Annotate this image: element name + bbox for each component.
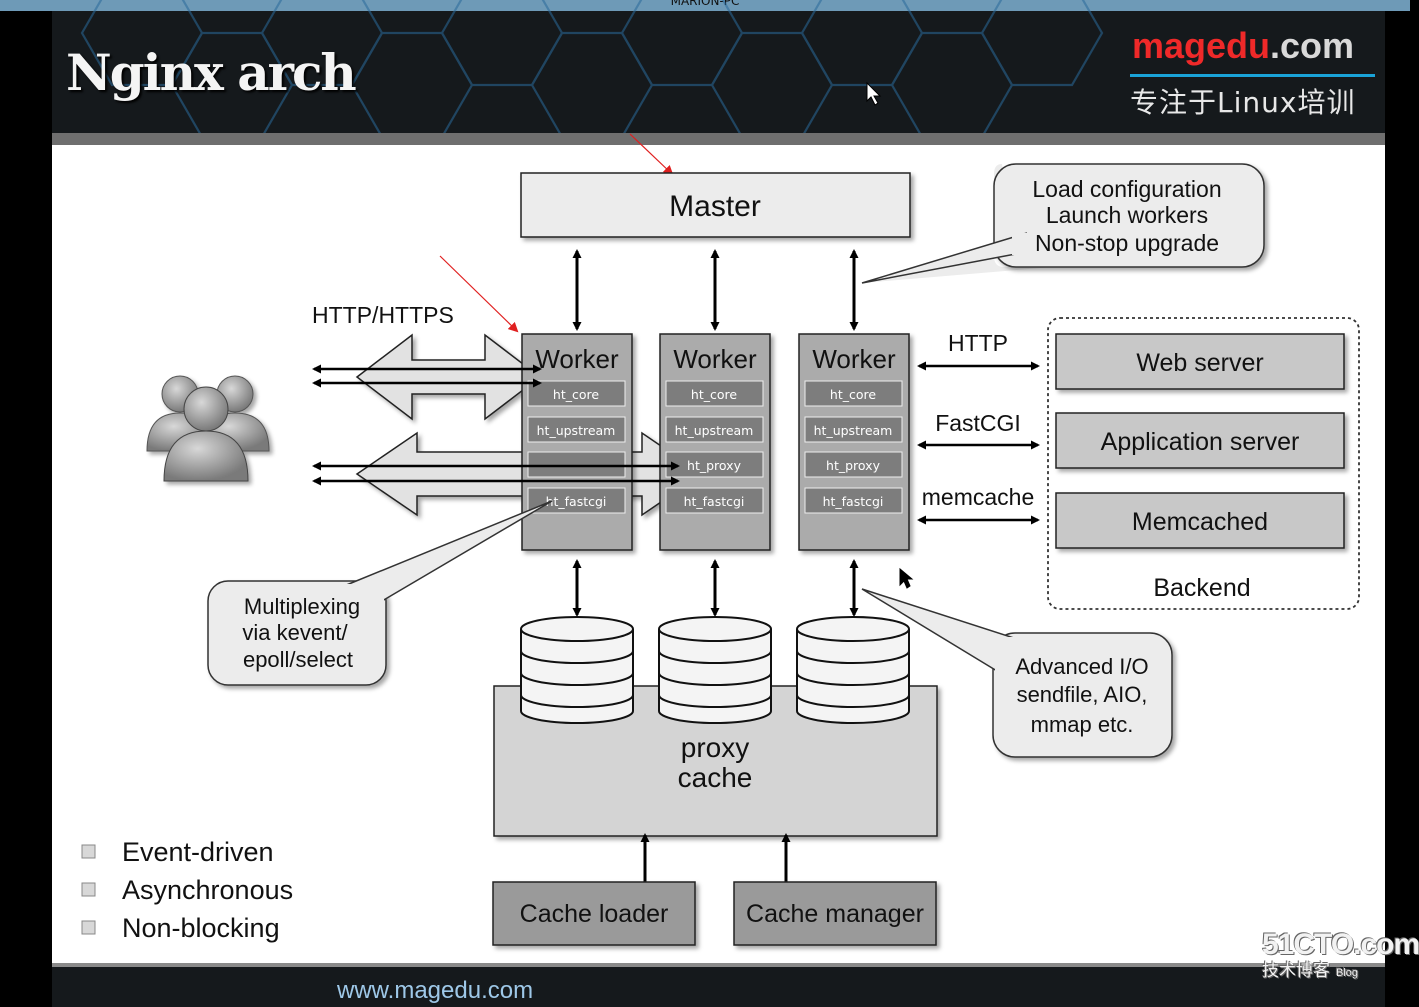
hex-pattern [80,0,1104,139]
multiplexing-callout-line: Multiplexing [244,594,360,619]
watermark-site: 51CTO.com [1262,928,1419,961]
slide-title: Nginx arch [66,43,357,102]
master-callout: Load configuration Launch workers Non-st… [861,163,1265,284]
worker-module: ht_upstream [675,423,754,438]
watermark-blog-text: Blog [1336,967,1359,979]
slide: Nginx arch magedu.com 专注于Linux培训 Ma [52,0,1385,1007]
footer-url: www.magedu.com [337,977,534,1004]
mouse-cursor-icon [899,567,914,589]
multiplexing-callout-line: via kevent/ [242,620,348,645]
worker-module: ht_core [830,387,876,402]
http-https-label: HTTP/HTTPS [312,302,454,328]
bullet-square-icon [81,920,96,935]
worker-module: ht_proxy [826,458,881,473]
worker-label: Worker [535,344,619,374]
worker-box: Worker ht_core ht_upstream ht_proxy ht_f… [798,333,910,551]
cache-loader-label: Cache loader [520,900,669,928]
worker-module: ht_fastcgi [684,494,745,509]
red-pointer-arrow [629,133,674,176]
worker-module: ht_fastcgi [823,494,884,509]
worker-module: ht_core [691,387,737,402]
worker-module: ht_upstream [537,423,616,438]
backend-protocol-label: memcache [922,484,1034,510]
master-box: Master [520,172,911,238]
client-traffic-arrow [355,333,542,421]
nginx-architecture-diagram: Master Load configuration Launch workers… [81,81,1360,946]
brand-tagline: 专注于Linux培训 [1130,86,1356,119]
slide-header: Nginx arch magedu.com 专注于Linux培训 [52,0,1385,139]
brand-logo: magedu.com [1132,25,1354,67]
cache-manager-box: Cache manager [733,881,937,946]
proxy-cache-label: cache [678,762,753,793]
cache-loader-box: Cache loader [492,881,696,946]
backend-protocol-label: FastCGI [935,410,1021,436]
advanced-io-callout: Advanced I/O sendfile, AIO, mmap etc. [861,588,1173,758]
worker-label: Worker [812,344,896,374]
worker-module: ht_upstream [814,423,893,438]
header-divider [52,133,1385,145]
database-icon [796,616,910,724]
worker-box: Worker ht_core ht_upstream ht_proxy ht_f… [659,333,771,551]
database-icon [658,616,772,724]
advanced-io-callout-line: sendfile, AIO, [1017,682,1148,707]
proxy-cache-label: proxy [681,732,749,763]
backend-label: Backend [1153,574,1250,602]
brand-tld: .com [1270,25,1355,66]
brand-underline [1130,74,1375,77]
brand-name: magedu [1132,25,1271,66]
advanced-io-callout-line: mmap etc. [1031,712,1134,737]
multiplexing-callout-line: epoll/select [243,647,353,672]
feature-list: Event-driven Asynchronous Non-blocking [81,837,293,943]
window-title: MARION-PC [670,0,740,8]
backend-protocol-label: HTTP [948,330,1008,356]
worker-module: ht_core [553,387,599,402]
window-titlebar: MARION-PC [0,0,1410,11]
bullet-square-icon [81,882,96,897]
backend-server-label: Application server [1101,428,1300,456]
watermark-sub: 技术博客 Blog [1262,956,1402,981]
users-icon [146,375,270,482]
slide-footer: www.magedu.com [52,963,1385,1007]
master-label: Master [669,190,761,223]
backend-server-label: Web server [1136,349,1263,377]
worker-label: Worker [673,344,757,374]
connection-lines [312,364,680,486]
master-callout-line: Non-stop upgrade [1035,230,1219,256]
bullet-square-icon [81,844,96,859]
mouse-cursor-icon [866,81,882,106]
worker-box: Worker ht_core ht_upstream ht_fastcgi [521,333,633,551]
cache-manager-label: Cache manager [746,900,924,928]
feature-item: Asynchronous [122,875,293,905]
watermark: 51CTO.com 技术博客 Blog [1262,928,1419,981]
backend-server-label: Memcached [1132,508,1268,536]
watermark-sub-text: 技术博客 [1262,961,1330,980]
multiplexing-callout: Multiplexing via kevent/ epoll/select [207,500,553,686]
worker-module: ht_proxy [687,458,742,473]
master-callout-line: Launch workers [1046,202,1208,228]
advanced-io-callout-line: Advanced I/O [1015,654,1148,679]
red-pointer-arrow [439,255,519,333]
backend-group: Web server Application server Memcached … [1047,317,1360,610]
feature-item: Non-blocking [122,913,280,943]
database-icon [520,616,634,724]
master-callout-line: Load configuration [1032,176,1221,202]
worker-module: ht_fastcgi [546,494,607,509]
feature-item: Event-driven [122,837,274,867]
